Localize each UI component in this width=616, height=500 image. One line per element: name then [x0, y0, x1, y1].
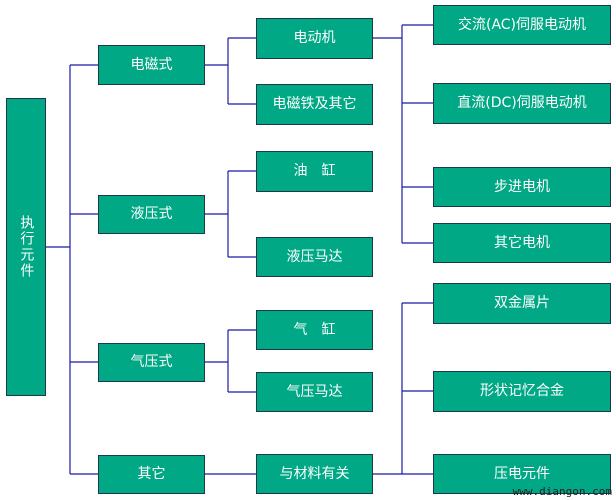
subtype-material-related: 与材料有关 — [256, 454, 373, 494]
material-bimetal: 双金属片 — [433, 283, 611, 324]
watermark: www.diangon.com — [512, 485, 612, 498]
subtype-oil-cylinder: 油 缸 — [256, 151, 373, 192]
subtype-air-cylinder: 气 缸 — [256, 310, 373, 350]
category-other: 其它 — [98, 455, 205, 494]
subtype-electromagnet: 电磁铁及其它 — [256, 84, 373, 125]
subtype-hydraulic-motor: 液压马达 — [256, 237, 373, 277]
motor-dc-servo: 直流(DC)伺服电动机 — [433, 83, 611, 124]
root-node: 执行元件 — [6, 98, 46, 396]
subtype-electric-motor: 电动机 — [256, 18, 373, 59]
category-pneumatic: 气压式 — [98, 343, 205, 382]
motor-stepper: 步进电机 — [433, 167, 611, 207]
category-electromagnetic: 电磁式 — [98, 45, 205, 85]
subtype-pneumatic-motor: 气压马达 — [256, 372, 373, 412]
motor-other: 其它电机 — [433, 223, 611, 263]
motor-ac-servo: 交流(AC)伺服电动机 — [433, 5, 611, 45]
category-hydraulic: 液压式 — [98, 195, 205, 234]
material-piezoelectric: 压电元件 — [433, 454, 611, 494]
material-shape-memory-alloy: 形状记忆合金 — [433, 371, 611, 412]
